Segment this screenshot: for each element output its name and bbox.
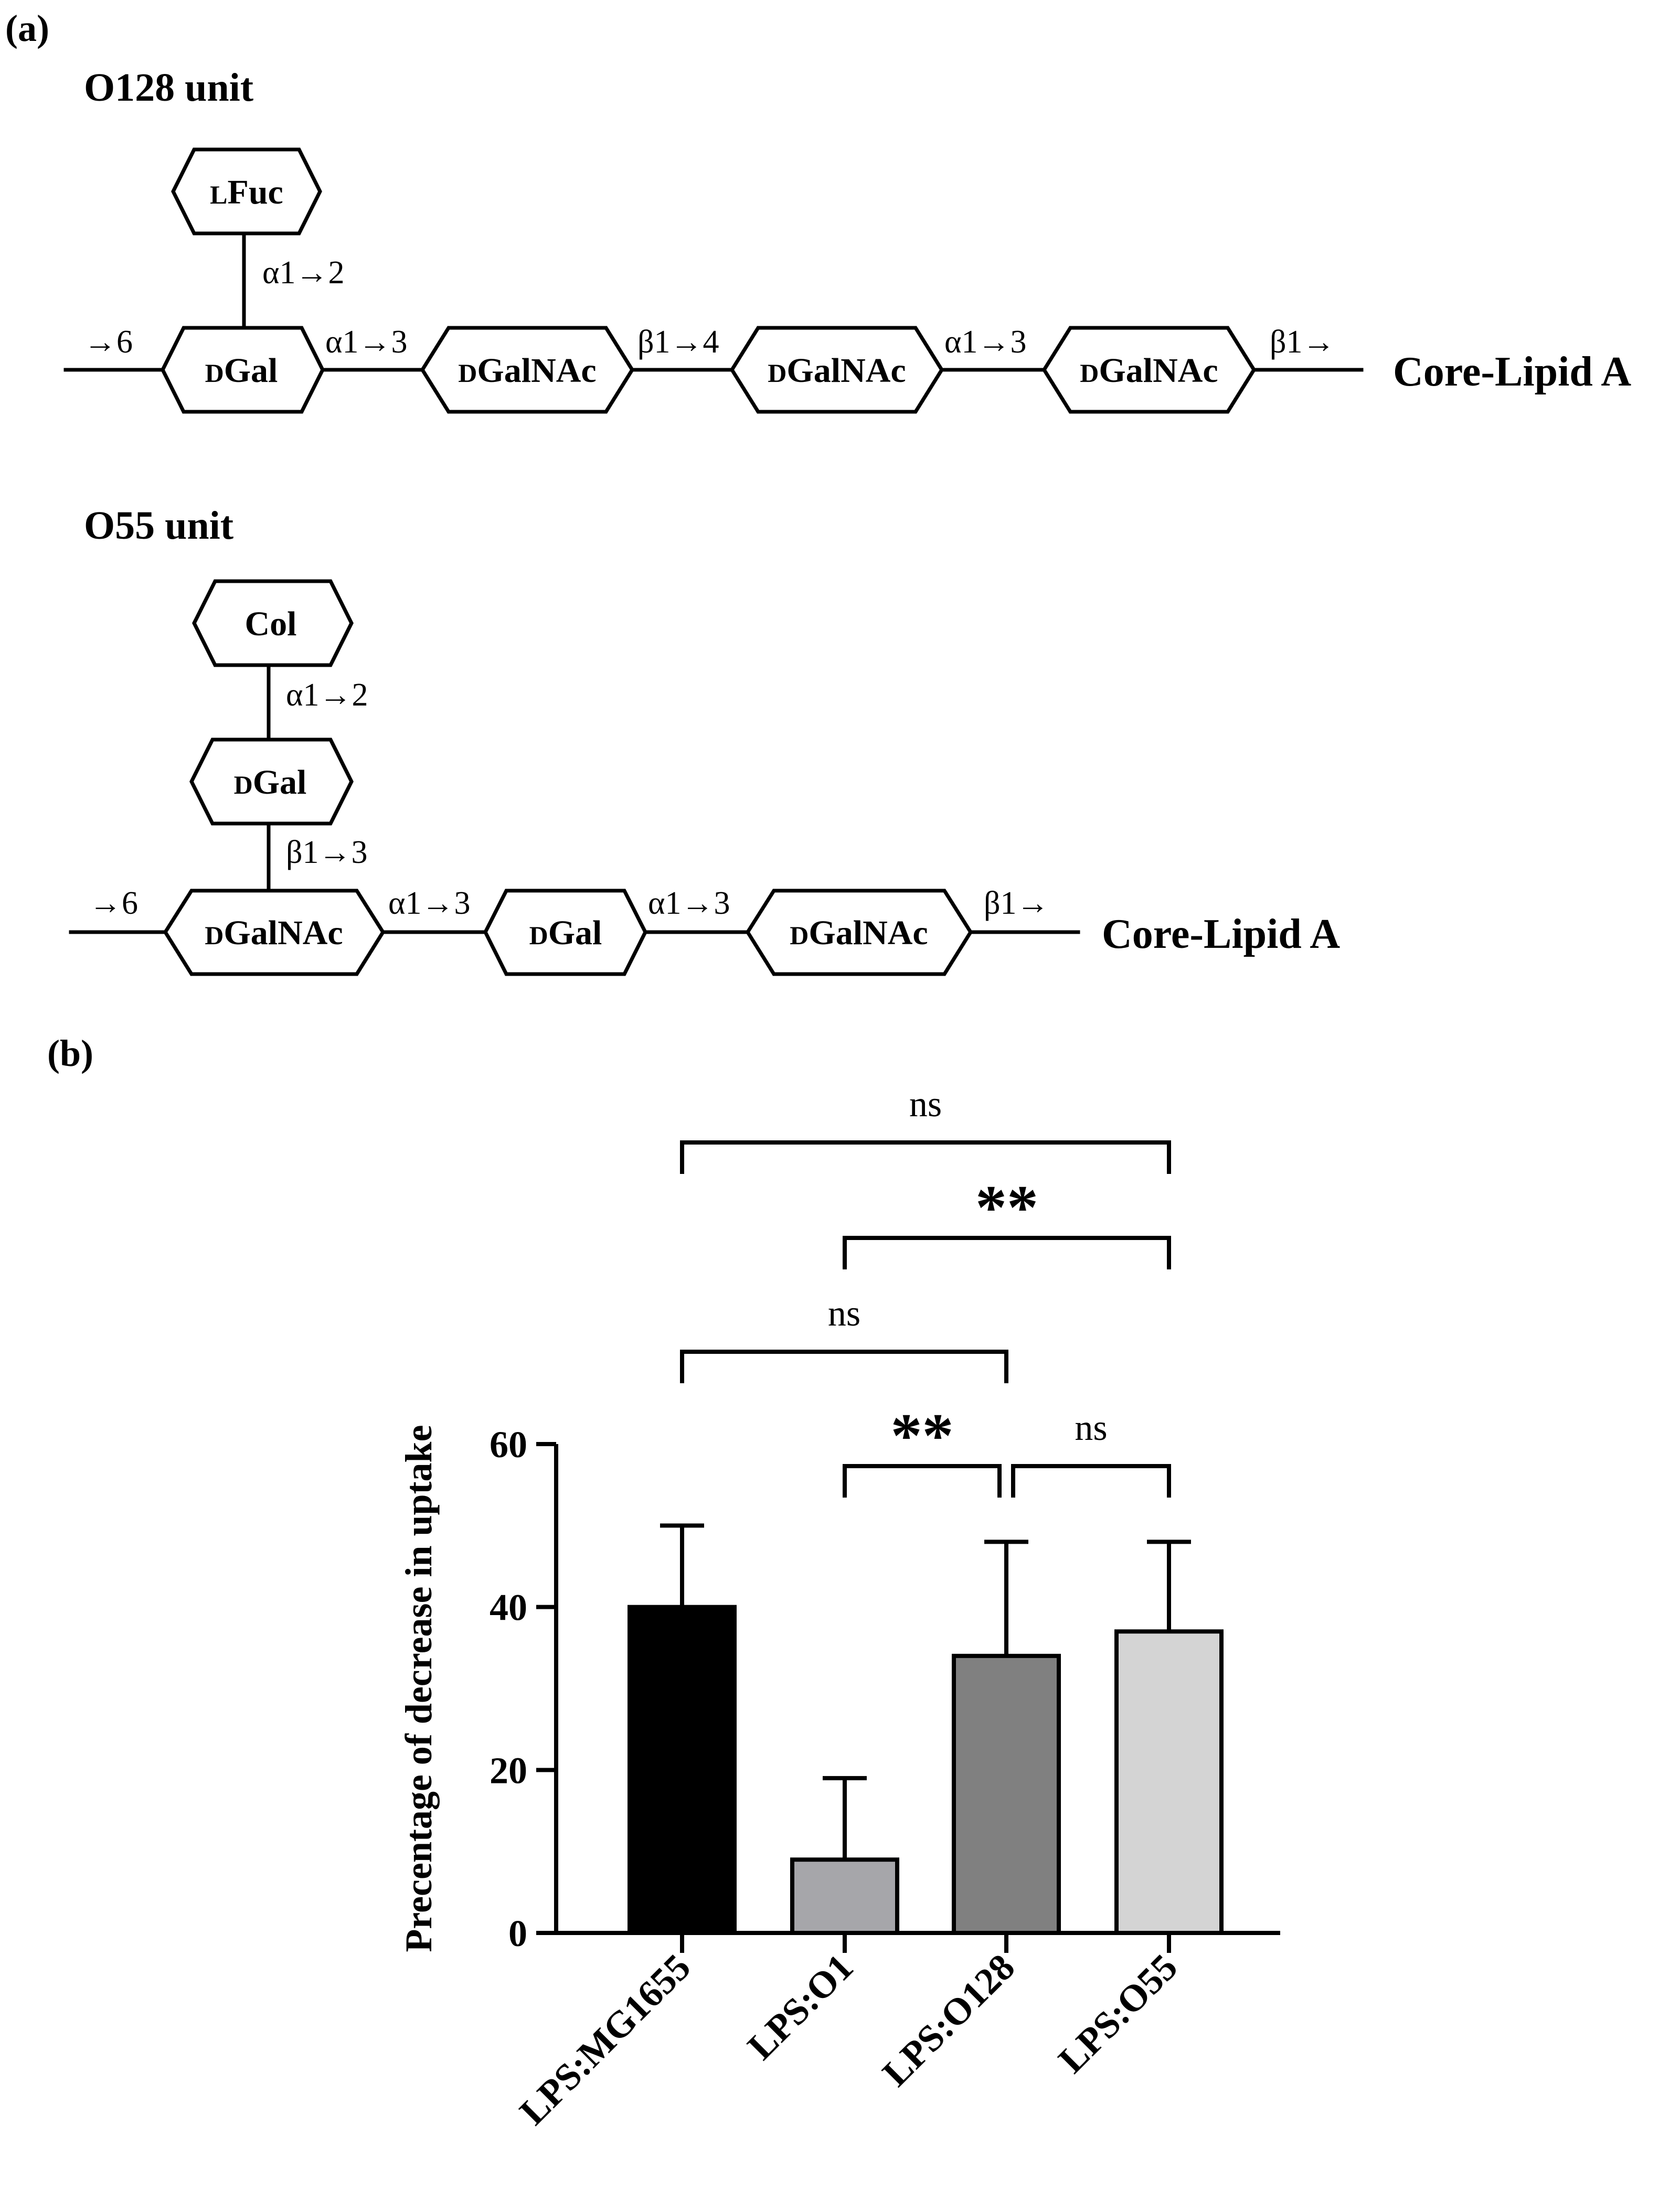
x-tick-label: LPS:O1 [739,1946,861,2068]
o128-anchor-label: Core-Lipid A [1393,349,1631,395]
sugar-label: DGalNAc [768,351,906,390]
sugar-label: DGal [529,914,602,952]
o128-linkage-2: β1→4 [637,324,719,360]
o128-sugar-lfuc: LFuc [171,147,322,236]
hexagon-shape [163,889,386,976]
significance-bracket [1011,1464,1171,1498]
o55-start-linkage: →6 [89,885,138,921]
panel-b-label: (b) [47,1032,93,1074]
o128-start-linkage: →6 [84,324,133,360]
o55-branch-mid-linkage: β1→3 [286,835,368,870]
o128-structure: O128 unit LFuc α1→2 DGal DGalNAc DGalNAc… [63,66,1631,414]
y-tick-label: 40 [490,1587,527,1629]
hexagon-shape [745,889,973,976]
o128-branch-linkage: α1→2 [262,255,344,291]
hexagon-shape [420,326,635,414]
o128-sugar-dgalnac-1: DGalNAc [420,326,635,414]
o55-linkage-1: α1→3 [388,885,470,921]
o128-sugar-dgalnac-3: DGalNAc [1041,326,1257,414]
sugar-label: DGalNAc [1080,351,1218,390]
hexagon-shape [189,738,354,826]
significance-label: ** [891,1401,954,1470]
y-tick-label: 20 [490,1749,527,1791]
o128-linkage-1: α1→3 [325,324,407,360]
significance-bracket [843,1464,1002,1498]
y-tick-label: 0 [508,1912,527,1954]
bar-lps-o1 [790,1857,899,1935]
sugar-label: DGal [234,763,307,802]
o128-linkage-3: α1→3 [944,324,1026,360]
hexagon-shape [171,147,322,236]
bar-lps-mg1655 [628,1605,737,1936]
hexagon-shape [192,579,354,667]
hexagon-shape [483,889,647,976]
significance-label: ns [909,1084,942,1125]
o128-end-linkage: β1→ [1270,324,1335,360]
y-tick-label: 60 [490,1424,527,1466]
o128-sugar-dgalnac-2: DGalNAc [729,326,944,414]
o55-anchor-label: Core-Lipid A [1102,911,1340,957]
significance-bracket [680,1140,1171,1174]
o55-branch-top-linkage: α1→2 [286,677,368,713]
sugar-label: Col [245,605,297,643]
o55-sugar-dgal: DGal [483,889,647,976]
sugar-label: DGalNAc [205,914,343,952]
o55-linkage-2: α1→3 [648,885,730,921]
o55-title: O55 unit [84,504,233,548]
bar-lps-o55 [1114,1629,1224,1935]
o55-sugar-dgal-branch: DGal [189,738,354,826]
axes-group [554,1444,1280,1935]
hexagon-shape [161,326,325,414]
hexagon-shape [1041,326,1257,414]
o55-sugar-dgalnac-1: DGalNAc [163,889,386,976]
bar-lps-o128 [952,1653,1061,1936]
y-ticks-group: 0 20 40 60 [490,1424,556,1954]
significance-bracket [680,1350,1008,1383]
significance-bracket [843,1236,1171,1269]
panel-a-label: (a) [5,7,49,49]
significance-label: ns [1075,1408,1107,1448]
o55-structure: O55 unit Col α1→2 DGal β1→3 DGalNAc DGal [69,504,1340,976]
sugar-label: DGalNAc [790,914,928,952]
x-tick-label: LPS:O55 [1050,1946,1185,2081]
bars-group [628,1605,1224,1936]
significance-label: ** [975,1172,1038,1242]
o55-end-linkage: β1→ [984,885,1049,921]
o55-sugar-dgalnac-2: DGalNAc [745,889,973,976]
o128-title: O128 unit [84,66,253,110]
sugar-label: DGal [205,351,278,390]
x-tick-label: LPS:O128 [874,1946,1023,2095]
significance-brackets: ** ns ns ** ns [680,1084,1171,1498]
error-bars-group [660,1523,1191,1860]
sugar-label: DGalNAc [458,351,596,390]
o128-sugar-dgal: DGal [161,326,325,414]
hexagon-shape [729,326,944,414]
o55-sugar-col: Col [192,579,354,667]
sugar-label: LFuc [210,173,283,211]
significance-label: ns [828,1294,860,1334]
x-tick-label: LPS:MG1655 [512,1946,698,2133]
y-axis-label: Precentage of decrease in uptake [398,1425,440,1952]
